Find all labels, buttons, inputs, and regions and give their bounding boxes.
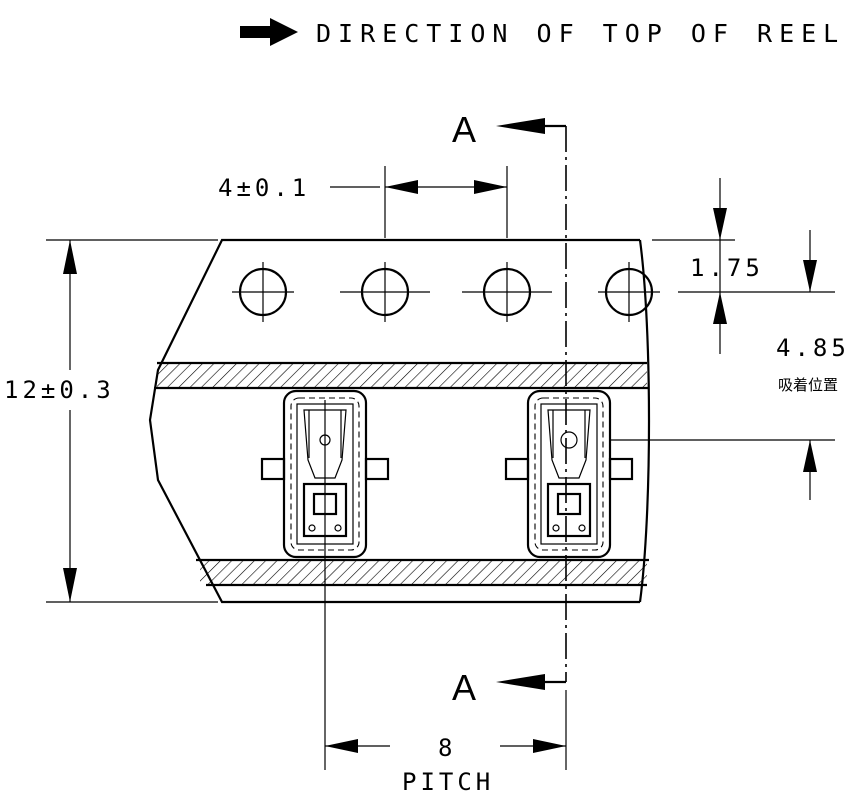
dimension-hole-edge: 1.75 — [652, 178, 835, 354]
direction-arrow-icon — [240, 18, 298, 46]
dimension-hole-pitch: 4±0.1 — [218, 166, 508, 238]
hole-edge-label: 1.75 — [690, 254, 764, 282]
section-arrow-icon — [496, 674, 545, 690]
component-pocket-left — [260, 389, 390, 770]
pickup-note-label: 吸着位置 — [778, 376, 838, 394]
pitch-value-label: 8 — [438, 734, 456, 762]
tape-body — [148, 238, 651, 604]
lower-hatched-band — [200, 560, 647, 585]
hole-pitch-label: 4±0.1 — [218, 174, 310, 202]
dimension-pickup-offset: 4.85 吸着位置 — [776, 230, 850, 500]
direction-title: DIRECTION OF TOP OF REEL — [316, 19, 845, 48]
section-label-bottom: A — [452, 667, 476, 708]
tape-width-label: 12±0.3 — [4, 376, 115, 404]
section-line: A A — [452, 109, 567, 708]
upper-hatched-band — [157, 363, 647, 388]
section-label-top: A — [452, 109, 476, 150]
sprocket-holes — [232, 262, 660, 322]
component-pocket-right — [504, 389, 835, 559]
pitch-label: PITCH — [402, 768, 494, 796]
pickup-offset-label: 4.85 — [776, 334, 850, 362]
reel-direction: DIRECTION OF TOP OF REEL — [240, 18, 845, 48]
section-arrow-icon — [496, 118, 545, 134]
dimension-pitch: 8 PITCH — [325, 690, 567, 796]
dimension-tape-width: 12±0.3 — [4, 239, 218, 603]
